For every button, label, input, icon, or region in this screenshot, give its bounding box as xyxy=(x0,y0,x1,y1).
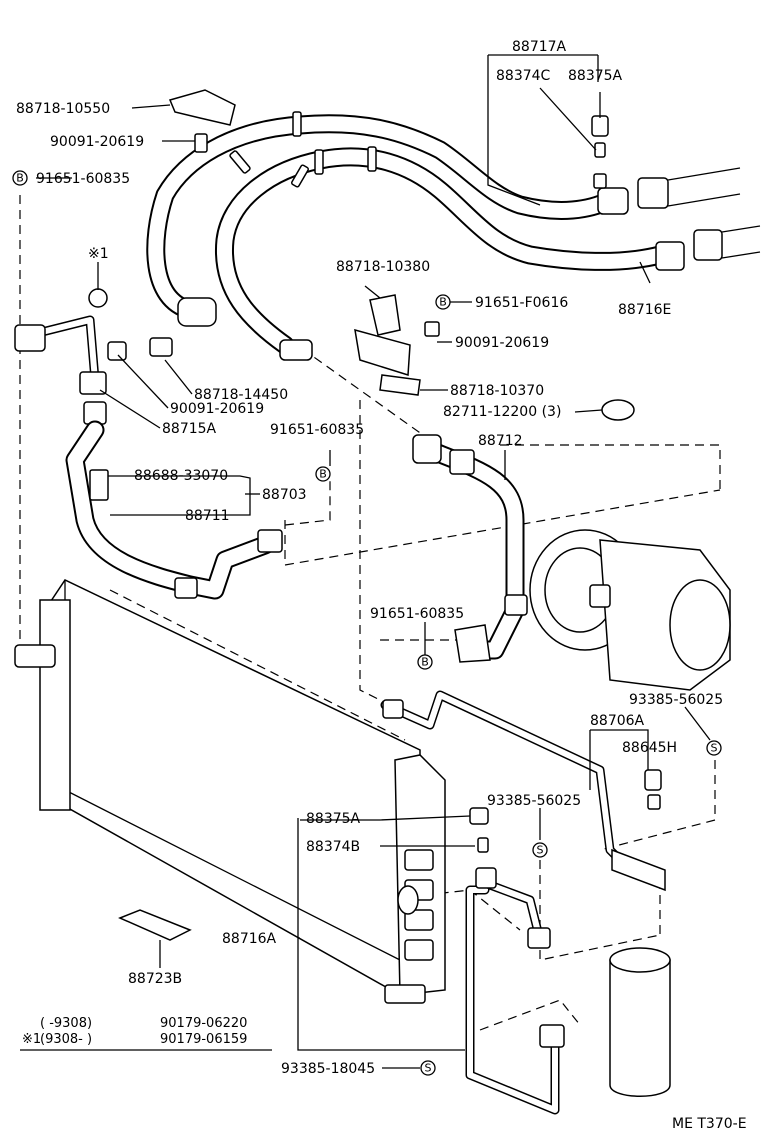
upper-hose-assembly xyxy=(146,111,761,361)
label-93385-56025-b: 93385-56025 xyxy=(487,793,581,809)
svg-text:90179-06159: 90179-06159 xyxy=(160,1032,247,1047)
badge-b-2: B xyxy=(435,294,451,310)
brackets-88718 xyxy=(107,294,440,396)
svg-text:S: S xyxy=(425,1062,432,1075)
label-88374B: 88374B xyxy=(306,839,360,855)
label-88718-10380: 88718-10380 xyxy=(336,259,430,275)
svg-text:90179-06220: 90179-06220 xyxy=(160,1016,247,1031)
label-88723B: 88723B xyxy=(128,971,182,987)
label-note1-marker: ※1 xyxy=(88,246,109,262)
svg-text:S: S xyxy=(537,844,544,857)
label-91651-F0616: 91651-F0616 xyxy=(475,295,568,311)
label-91651-60835-a: 91651-60835 xyxy=(36,171,130,187)
condenser xyxy=(14,579,446,1004)
label-88711: 88711 xyxy=(185,508,230,524)
label-88717A: 88717A xyxy=(512,39,567,55)
badge-s-1: S xyxy=(706,740,722,756)
label-88706A: 88706A xyxy=(590,713,645,729)
svg-text:B: B xyxy=(421,656,429,669)
label-88718-10550: 88718-10550 xyxy=(16,101,110,117)
label-93385-56025-a: 93385-56025 xyxy=(629,692,723,708)
hose-clamp-82711 xyxy=(601,399,635,421)
label-88718-14450: 88718-14450 xyxy=(194,387,288,403)
label-88374C-top: 88374C xyxy=(496,68,551,84)
compressor xyxy=(529,529,731,691)
label-88718-10370: 88718-10370 xyxy=(450,383,544,399)
diagram-code: ME T370-E xyxy=(672,1116,747,1132)
label-91651-60835-c: 91651-60835 xyxy=(370,606,464,622)
discharge-hose-88712 xyxy=(412,434,528,663)
svg-text:( -9308): ( -9308) xyxy=(40,1016,92,1031)
footnote-1: ( -9308) 90179-06220 ※1 (9308- ) 90179-0… xyxy=(20,1016,272,1051)
badge-s-2: S xyxy=(532,842,548,858)
label-88375A-bottom: 88375A xyxy=(306,811,361,827)
label-88712: 88712 xyxy=(478,433,523,449)
label-88645H: 88645H xyxy=(622,740,677,756)
label-82711-12200: 82711-12200 (3) xyxy=(443,404,561,420)
svg-text:B: B xyxy=(16,172,24,185)
label-88716A: 88716A xyxy=(222,931,277,947)
label-88375A-top: 88375A xyxy=(568,68,623,84)
badge-b-1: B xyxy=(12,170,28,186)
clamp-88718-10550 xyxy=(168,89,236,153)
left-pipe-assembly xyxy=(14,288,283,600)
liquid-pipes xyxy=(380,690,666,1115)
badge-b-4: B xyxy=(417,654,433,670)
label-90091-20619-a: 90091-20619 xyxy=(50,134,144,150)
label-88716E: 88716E xyxy=(618,302,671,318)
label-88688-33070: 88688-33070 xyxy=(134,468,228,484)
badge-b-3: B xyxy=(315,466,331,482)
svg-text:S: S xyxy=(711,742,718,755)
label-93385-18045: 93385-18045 xyxy=(281,1061,375,1077)
receiver-dryer xyxy=(609,947,671,1097)
label-90091-20619-b: 90091-20619 xyxy=(455,335,549,351)
badge-s-3: S xyxy=(420,1060,436,1076)
label-88715A: 88715A xyxy=(162,421,217,437)
part-labels: 88717A 88374C 88375A 88718-10550 90091-2… xyxy=(16,39,723,1077)
pad-88723B xyxy=(118,909,192,941)
svg-text:B: B xyxy=(319,468,327,481)
leader-lines xyxy=(36,54,711,1069)
svg-text:(9308- ): (9308- ) xyxy=(40,1032,92,1047)
label-90091-20619-c: 90091-20619 xyxy=(170,401,264,417)
label-91651-60835-b: 91651-60835 xyxy=(270,422,364,438)
svg-text:B: B xyxy=(439,296,447,309)
label-88703: 88703 xyxy=(262,487,307,503)
svg-text:※1: ※1 xyxy=(22,1032,41,1047)
